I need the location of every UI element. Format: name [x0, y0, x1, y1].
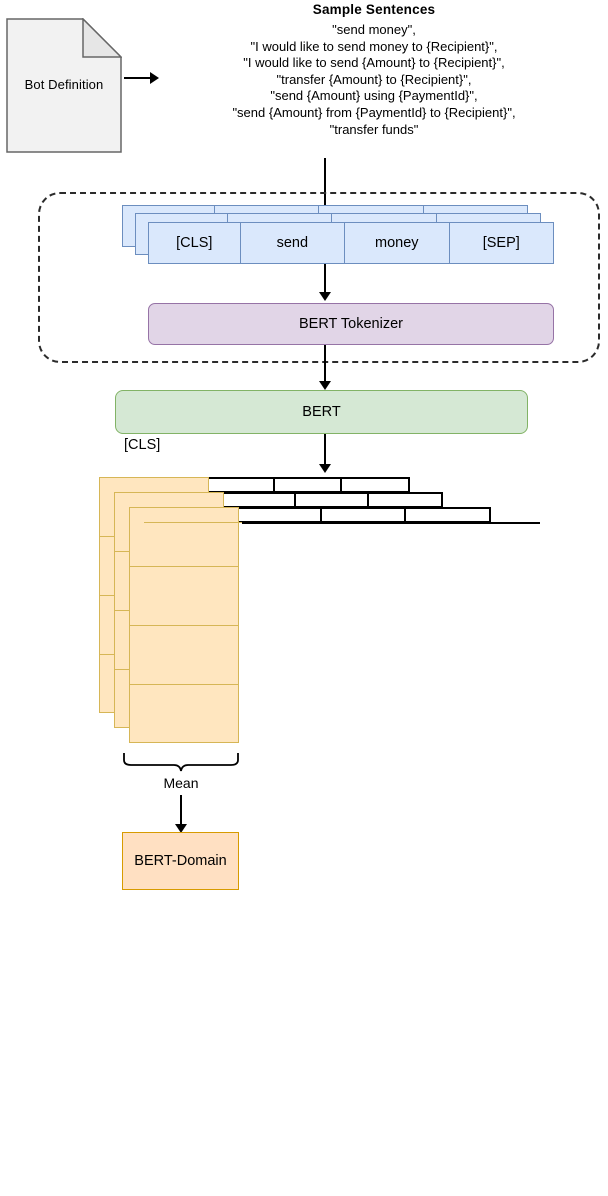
embedding-cell: [144, 637, 242, 694]
token-cell-sep: [SEP]: [482, 235, 520, 251]
embedding-header-back-2: [224, 492, 443, 508]
embedding-cell: [242, 636, 341, 692]
sample-sentences-title: Sample Sentences: [312, 2, 436, 17]
mean-curly-brace-icon: [122, 752, 240, 772]
embedding-cell: [144, 523, 242, 580]
token-row-front: [CLS] send money [SEP]: [148, 222, 554, 264]
bot-definition-document-icon: [6, 18, 122, 153]
sentence-item: "send money",: [332, 22, 416, 37]
bert-domain-line1: BERT-: [134, 852, 177, 869]
cls-token-label: [CLS]: [124, 437, 161, 453]
tokenization-group-boundary: [38, 192, 600, 363]
tokens-to-tokenizer-line: [324, 264, 326, 296]
token-cell-cls: [CLS]: [149, 223, 241, 263]
doc-to-sentences-arrowhead: [150, 72, 159, 84]
embedding-column: [242, 748, 341, 972]
tokens-to-tokenizer-arrowhead: [319, 292, 331, 301]
tokenizer-to-bert-arrowhead: [319, 381, 331, 390]
mean-to-output-arrowhead: [175, 824, 187, 833]
embedding-column: [242, 972, 338, 1196]
token-cell-send: send: [241, 223, 346, 263]
bert-tokenizer-box[interactable]: BERT Tokenizer: [148, 303, 554, 345]
embedding-cell: [242, 1084, 338, 1140]
embedding-sheet-back-1: [129, 507, 239, 743]
sample-sentences-block: Sample Sentences "send money", "I would …: [148, 2, 600, 138]
sample-sentences-list: "send money", "I would like to send mone…: [148, 22, 600, 138]
bot-definition-label: Bot Definition: [24, 77, 104, 93]
doc-to-sentences-line: [124, 77, 152, 79]
sentence-item: "I would like to send {Amount} to {Recip…: [243, 55, 505, 71]
embedding-header-back-3: [209, 477, 410, 493]
embedding-column: [242, 524, 341, 748]
embedding-matrix-front: [144, 522, 540, 750]
bert-domain-line2: Domain: [176, 852, 227, 869]
embedding-cell: [242, 1028, 338, 1084]
bert-box[interactable]: BERT: [115, 390, 528, 434]
sentences-to-tokens-line: [324, 158, 326, 210]
embedding-cell: [242, 860, 341, 916]
bert-to-embeddings-line: [324, 434, 326, 470]
embedding-cls-column: [144, 522, 242, 751]
bert-to-embeddings-arrowhead: [319, 464, 331, 473]
embedding-grid-columns: [242, 522, 540, 752]
embedding-header-back-1: [239, 507, 491, 523]
sentence-item: "I would like to send money to {Recipien…: [250, 38, 498, 54]
embedding-cell: [242, 972, 338, 1028]
sentence-item: "send {Amount} using {PaymentId}",: [270, 88, 478, 104]
embedding-cell: [144, 694, 242, 751]
embedding-cell: [144, 580, 242, 637]
embedding-cell: [242, 580, 341, 636]
bert-domain-output-box[interactable]: BERT- Domain: [122, 832, 239, 890]
embedding-cell: [242, 524, 341, 580]
embedding-cell: [242, 692, 341, 748]
sentence-item: "send {Amount} from {PaymentId} to {Reci…: [232, 104, 516, 120]
sentence-item: "transfer {Amount} to {Recipient}",: [276, 71, 472, 87]
embedding-cell: [242, 1140, 338, 1196]
token-cell-money: money: [345, 223, 450, 263]
embedding-cell: [242, 804, 341, 860]
embedding-cell: [242, 916, 341, 972]
mean-to-output-line: [180, 795, 182, 829]
tokenizer-to-bert-line: [324, 345, 326, 387]
embedding-cell: [242, 748, 341, 804]
sentence-item: "transfer funds": [329, 121, 419, 137]
mean-label: Mean: [163, 775, 199, 791]
